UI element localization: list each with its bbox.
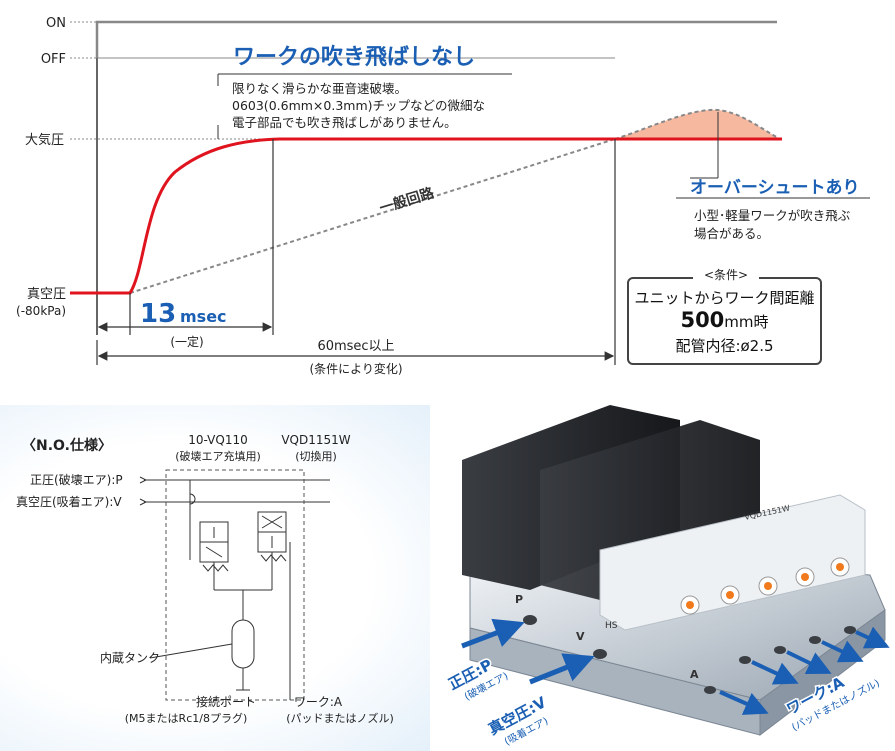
port-sub: (M5またはRc1/8プラグ) [125, 711, 247, 725]
stamp-hs: HS [605, 621, 618, 631]
desc-line-2: 0603(0.6mm×0.3mm)チップなどの微細な [232, 98, 485, 113]
port-label: 接続ポート [196, 694, 256, 709]
circuit-panel [0, 405, 430, 751]
level-vac-sub-label: (-80kPa) [16, 304, 66, 318]
valve-modules: VQD1151W [599, 494, 866, 631]
overshoot-title: オーバーシュートあり [690, 178, 860, 198]
pressure-curve-red [70, 137, 782, 295]
headline-no-blow: ワークの吹き飛ばしなし [233, 44, 475, 70]
line-p-label: 正圧(破壊エア):P [30, 472, 123, 487]
overshoot-line-1: 小型･軽量ワークが吹き飛ぶ [694, 208, 850, 223]
arrow-a-1 [719, 690, 769, 715]
stamp-v: V [576, 630, 585, 643]
span-label: 60msec以上 [317, 339, 394, 354]
general-circuit-line [129, 138, 616, 294]
arrow-v [529, 653, 595, 685]
span-note: (条件により変化) [309, 361, 402, 376]
arrow-a-5 [855, 626, 890, 649]
arrow-p [461, 618, 525, 649]
stamp-a: A [690, 668, 699, 681]
overshoot-curve [614, 108, 781, 140]
valve1-name: 10-VQ110 [188, 433, 247, 447]
line-v-label: 真空圧(吸着エア):V [16, 494, 122, 509]
level-vac-label: 真空圧 [27, 287, 66, 302]
overshoot-area [615, 109, 780, 139]
work-label: ワーク:A [294, 695, 343, 709]
time-value: 13 [140, 299, 176, 329]
stamp-p: P [515, 593, 523, 606]
level-atm-label: 大気圧 [25, 132, 64, 148]
desc-line-3: 電子部品でも吹き飛ばしがありません。 [232, 115, 457, 130]
overshoot-line-2: 場合がある。 [694, 226, 769, 241]
condition-distance-unit: mm時 [724, 313, 769, 331]
condition-line-2: 500mm時 [627, 308, 822, 332]
time-unit: msec [180, 307, 227, 326]
circuit-title: 〈N.O.仕様〉 [22, 437, 112, 454]
circuit-diagram: 〈N.O.仕様〉 10-VQ110 (破壊エア充填用) VQD1151W (切換… [16, 433, 394, 725]
condition-tag: <条件> [693, 266, 759, 284]
tank-symbol [231, 619, 255, 669]
valve2-sub: (切換用) [295, 450, 337, 463]
product-illustration: VQD1151W P V A HS 正圧:P (破壊エア) 真空圧:V (吸着エ… [444, 405, 890, 750]
desc-line-1: 限りなく滑らかな亜音速破壊。 [232, 81, 407, 96]
general-circuit-label: 一般回路 [377, 184, 436, 217]
valve1-sub: (破壊エア充填用) [175, 449, 261, 463]
time-note: (一定) [170, 334, 203, 349]
condition-line-3: 配管内径:ø2.5 [675, 337, 774, 355]
timing-graph: ON OFF 大気圧 真空圧 (-80kPa) 一般回路 13 msec (一定… [16, 16, 870, 376]
on-signal-line [95, 20, 777, 58]
level-on-label: ON [46, 16, 66, 31]
tank-label: 内蔵タンク [100, 651, 160, 665]
work-sub: (パッドまたはノズル) [286, 711, 394, 725]
condition-distance: 500 [680, 308, 725, 332]
level-off-label: OFF [41, 52, 66, 67]
valve2-name: VQD1151W [281, 433, 350, 447]
arrow-a-4 [821, 640, 864, 663]
condition-line-1: ユニットからワーク間距離 [634, 289, 815, 307]
arrow-a-2 [751, 660, 799, 685]
arrow-a-3 [786, 650, 832, 675]
